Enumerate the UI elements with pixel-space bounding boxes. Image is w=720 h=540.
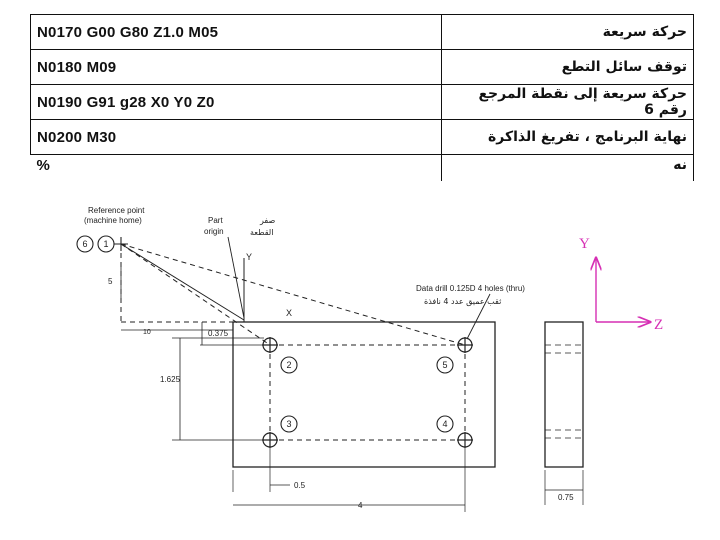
program-row: N0200 M30 نهاية البرنامج ، تفريغ الذاكرة bbox=[30, 119, 694, 155]
dim-text: 5 bbox=[108, 277, 113, 286]
part-origin-label: origin bbox=[204, 227, 224, 236]
dim-text: 10 bbox=[143, 329, 151, 336]
part-origin-arabic: صفر bbox=[259, 216, 275, 225]
description-cell: نهاية البرنامج ، تفريغ الذاكرة bbox=[441, 119, 694, 155]
description-cell: حركة سريعة bbox=[441, 14, 694, 50]
origin-leader bbox=[227, 236, 245, 319]
point-number: 3 bbox=[286, 419, 291, 429]
y-axis-label: Y bbox=[579, 236, 590, 252]
point-number: 2 bbox=[286, 360, 291, 370]
point-number: 4 bbox=[442, 419, 447, 429]
origin-y-label: Y bbox=[246, 252, 252, 262]
dim-text: 4 bbox=[358, 501, 363, 510]
dim-text: 0.75 bbox=[558, 493, 574, 502]
part-block-front-view bbox=[232, 321, 496, 468]
machine-axes: Y Z bbox=[579, 236, 663, 333]
description-cell: توقف سائل التطع bbox=[441, 49, 694, 85]
description-cell: حركة سريعة إلى نقطة المرجع رقم 6 bbox=[441, 84, 694, 120]
drill-note: Data drill 0.125D 4 holes (thru) bbox=[416, 284, 525, 293]
program-row: % نه bbox=[30, 154, 694, 181]
point-markers bbox=[76, 235, 454, 433]
dim-text: 0.5 bbox=[294, 481, 306, 490]
dim-text: 1.625 bbox=[160, 375, 181, 384]
dim-text: 0.375 bbox=[208, 329, 229, 338]
tool-path bbox=[120, 243, 466, 441]
machine-home-label: (machine home) bbox=[84, 216, 142, 225]
program-row: N0170 G00 G80 Z1.0 M05 حركة سريعة bbox=[30, 14, 694, 50]
part-origin-axes: Y X bbox=[243, 252, 300, 323]
z-axis-label: Z bbox=[654, 317, 663, 333]
point-number: 6 bbox=[82, 239, 87, 249]
part-side-view bbox=[544, 321, 584, 468]
program-row: N0180 M09 توقف سائل التطع bbox=[30, 49, 694, 85]
rapid-move-line bbox=[120, 243, 245, 321]
drill-note-arabic: ثقب عميق عدد 4 نافذة bbox=[424, 297, 501, 306]
description-cell: نه bbox=[441, 154, 694, 181]
part-origin-arabic: القطعة bbox=[250, 228, 273, 237]
program-row: N0190 G91 g28 X0 Y0 Z0 حركة سريعة إلى نق… bbox=[30, 84, 694, 120]
reference-point-label: Reference point bbox=[88, 206, 145, 215]
point-number: 5 bbox=[442, 360, 447, 370]
point-number: 1 bbox=[103, 239, 108, 249]
drill-holes bbox=[262, 337, 473, 448]
gcode-cell: N0190 G91 g28 X0 Y0 Z0 bbox=[30, 84, 442, 120]
origin-x-label: X bbox=[286, 308, 292, 318]
part-origin-label: Part bbox=[208, 216, 223, 225]
gcode-cell: N0170 G00 G80 Z1.0 M05 bbox=[30, 14, 442, 50]
drill-leader bbox=[466, 293, 491, 340]
gcode-cell: N0200 M30 bbox=[30, 119, 442, 155]
cnc-program-table: N0170 G00 G80 Z1.0 M05 حركة سريعة N0180 … bbox=[30, 14, 694, 181]
